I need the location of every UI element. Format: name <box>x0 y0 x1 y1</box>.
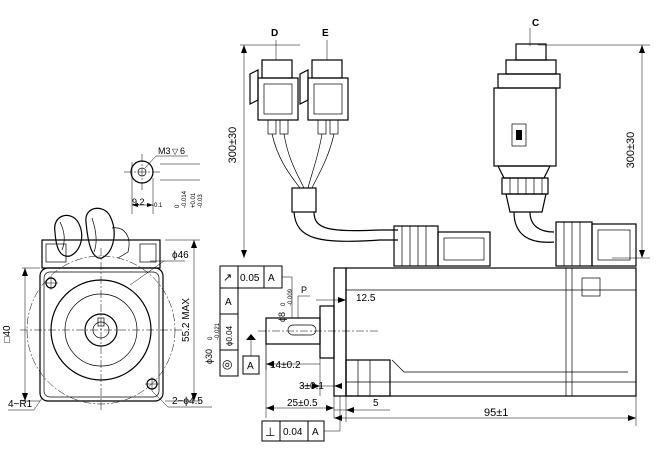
connector-c-body <box>493 87 557 167</box>
side-spigot <box>319 305 335 359</box>
mount-holes-label: 2−ϕ4.5 <box>172 396 203 407</box>
spigot-dia-label: ϕ30 <box>204 349 214 364</box>
keyway-tol-lower: -0.014 <box>182 190 188 208</box>
connector-e-label: E <box>322 28 329 39</box>
keyway-to-face-label: 12.5 <box>356 293 376 304</box>
connector-c-nut <box>501 177 549 195</box>
cable-length-left-label: 300±30 <box>227 127 239 164</box>
flange-inner-outline <box>43 271 160 398</box>
thread-depth-label: 6 <box>180 146 185 156</box>
key-length-label: 14±0.2 <box>270 360 301 371</box>
connector-c-collar <box>505 59 557 75</box>
key-height-tol-lower: -0.03 <box>198 194 204 208</box>
power-housing <box>591 223 637 267</box>
power-connector: C 300±30 <box>493 18 650 259</box>
perp-value: 0.04 <box>283 427 303 438</box>
shaft-length-label: 25±0.5 <box>287 398 318 409</box>
key-height-tol-upper: +0.01 <box>191 192 197 208</box>
concentricity-symbol: ◎ <box>222 357 232 371</box>
connector-d-top <box>261 59 293 79</box>
side-view: P 12.5 ϕ8 0 -0.009 ϕ30 0 -0.021 ↗ 0.05 A… <box>204 221 637 442</box>
corner-radius-label: 4−R1 <box>8 399 33 410</box>
flange-thickness-label: 5 <box>373 398 379 409</box>
connector-d-label: D <box>271 28 278 39</box>
perp-symbol: ⊥ <box>265 425 275 439</box>
front-view: □40 55.2 MAX ϕ46 4−R1 2−ϕ4.5 <box>2 207 212 411</box>
connector-c-label: C <box>532 18 539 29</box>
encoder-housing <box>437 231 491 267</box>
keyway-length-tol: -0.1 <box>152 203 163 209</box>
concentricity-value: ϕ0.04 <box>225 325 234 346</box>
keyway-tol-upper: 0 <box>175 204 181 208</box>
flange-square-label: □40 <box>2 325 13 343</box>
thread-label: M3 <box>158 146 171 156</box>
runout-value: 0.05 <box>240 273 260 284</box>
connector-e-top <box>311 59 343 79</box>
shaft-tol-upper: 0 <box>281 302 287 306</box>
shaft-key-detail: 9.2 -0.1 M3 ▽ 6 0 -0.014 +0.01 -0.03 <box>124 146 204 214</box>
connector-c-cap <box>515 43 547 61</box>
cable-sheath-d-e <box>291 187 317 213</box>
side-keyway <box>287 324 317 336</box>
p-label: P <box>301 285 307 295</box>
cable-gland-left <box>54 214 83 257</box>
cable-length-right-label: 300±30 <box>625 132 637 169</box>
runout-symbol: ↗ <box>223 272 232 284</box>
perp-datum: A <box>312 427 319 438</box>
power-gland <box>555 221 593 267</box>
pilot-dia-label: ϕ46 <box>172 250 189 261</box>
spigot-tol-lower: -0.021 <box>215 322 221 340</box>
concentricity-datum: A <box>225 297 232 308</box>
shaft-tol-lower: -0.009 <box>288 288 294 306</box>
encoder-connectors: 300±30 D E <box>227 28 398 258</box>
runout-datum: A <box>268 273 275 284</box>
datum-a-label: A <box>247 361 254 372</box>
keyway-length-label: 9.2 <box>132 197 145 207</box>
connector-housing-front <box>41 239 161 269</box>
body-length-label: 95±1 <box>484 407 508 419</box>
flange-square-outline <box>39 267 164 402</box>
side-flange <box>333 267 347 397</box>
body-height-label: 55.2 MAX <box>181 298 192 342</box>
encoder-gland <box>393 225 439 267</box>
spigot-tol-upper: 0 <box>208 336 214 340</box>
shaft-dia-label: ϕ8 <box>277 312 287 322</box>
cable-gland-right <box>85 207 115 259</box>
thread-depth-symbol: ▽ <box>172 147 179 156</box>
spigot-depth-label: 3±0.1 <box>299 381 324 392</box>
